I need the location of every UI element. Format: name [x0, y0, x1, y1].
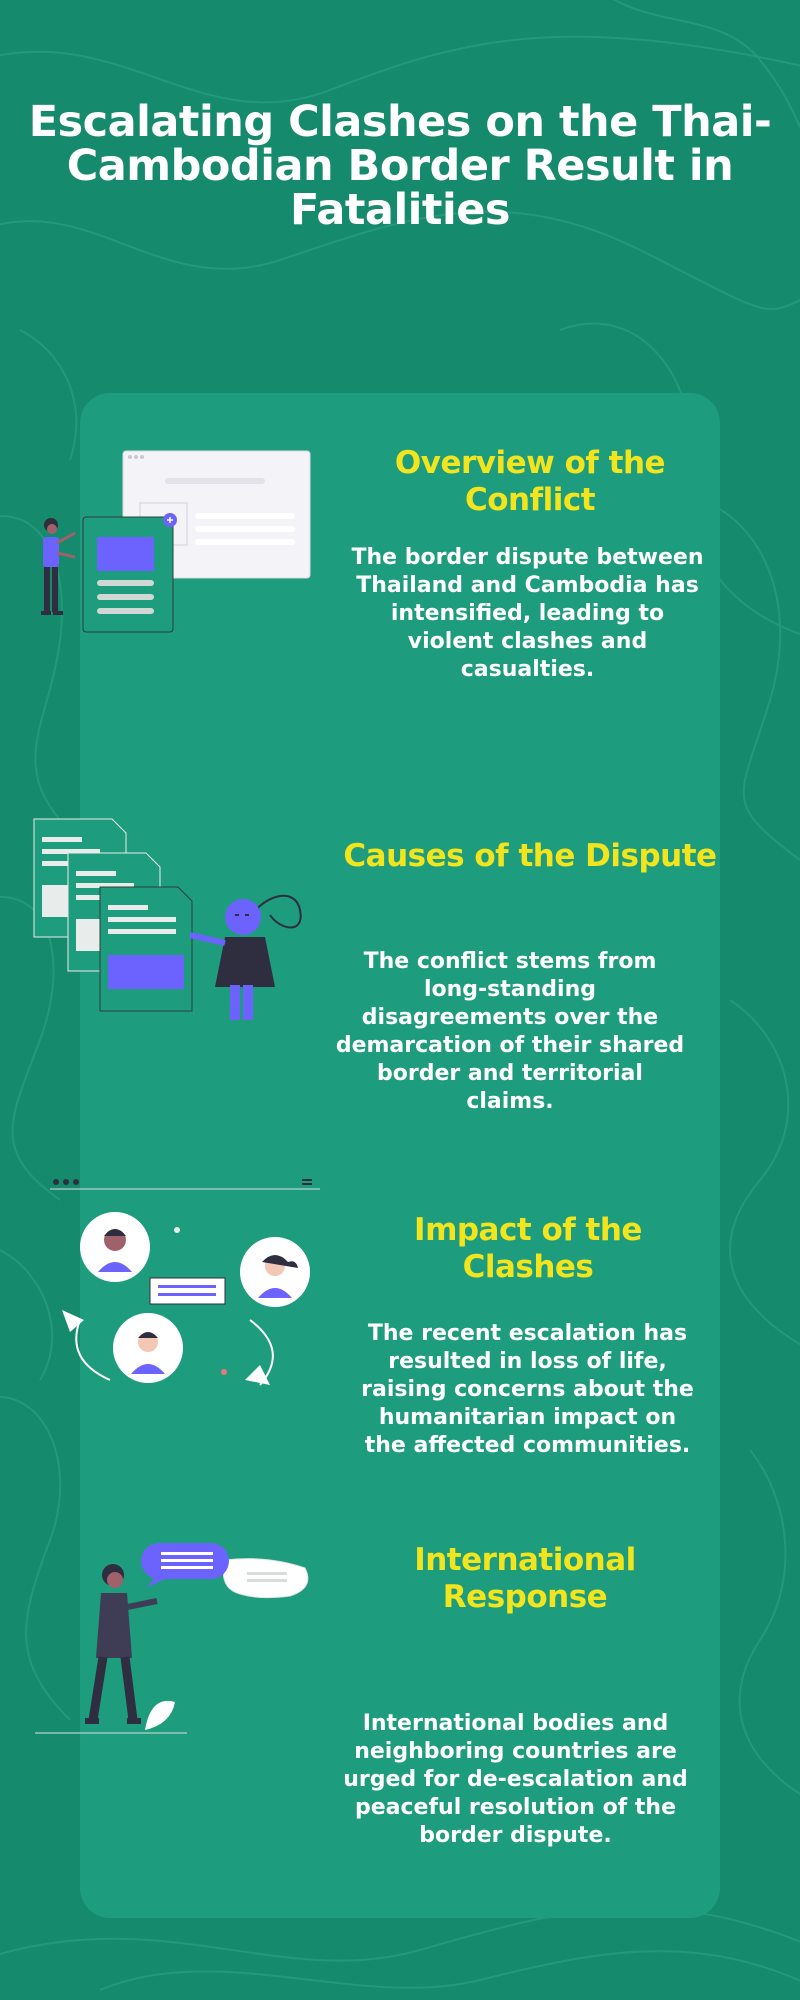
section-heading: Impact of the Clashes: [414, 1212, 642, 1285]
section-body: The border dispute between Thailand and …: [351, 545, 704, 682]
page-title: Escalating Clashes on the Thai-Cambodian…: [28, 97, 772, 235]
person-speaking-illustration: [35, 1543, 309, 1734]
documents-person-illustration: [33, 818, 302, 1020]
section-heading: Overview of the Conflict: [394, 445, 666, 518]
people-communication-illustration: [50, 1179, 320, 1386]
section-body: The conflict stems from long-standing di…: [335, 949, 685, 1114]
section-body: International bodies and neighboring cou…: [343, 1711, 688, 1848]
content-card: [80, 393, 720, 1918]
website-browser-illustration: [41, 450, 311, 633]
section-heading: Causes of the Dispute: [343, 838, 717, 874]
section-body: The recent escalation has resulted in lo…: [361, 1321, 694, 1458]
section-heading: International Response: [414, 1542, 636, 1615]
